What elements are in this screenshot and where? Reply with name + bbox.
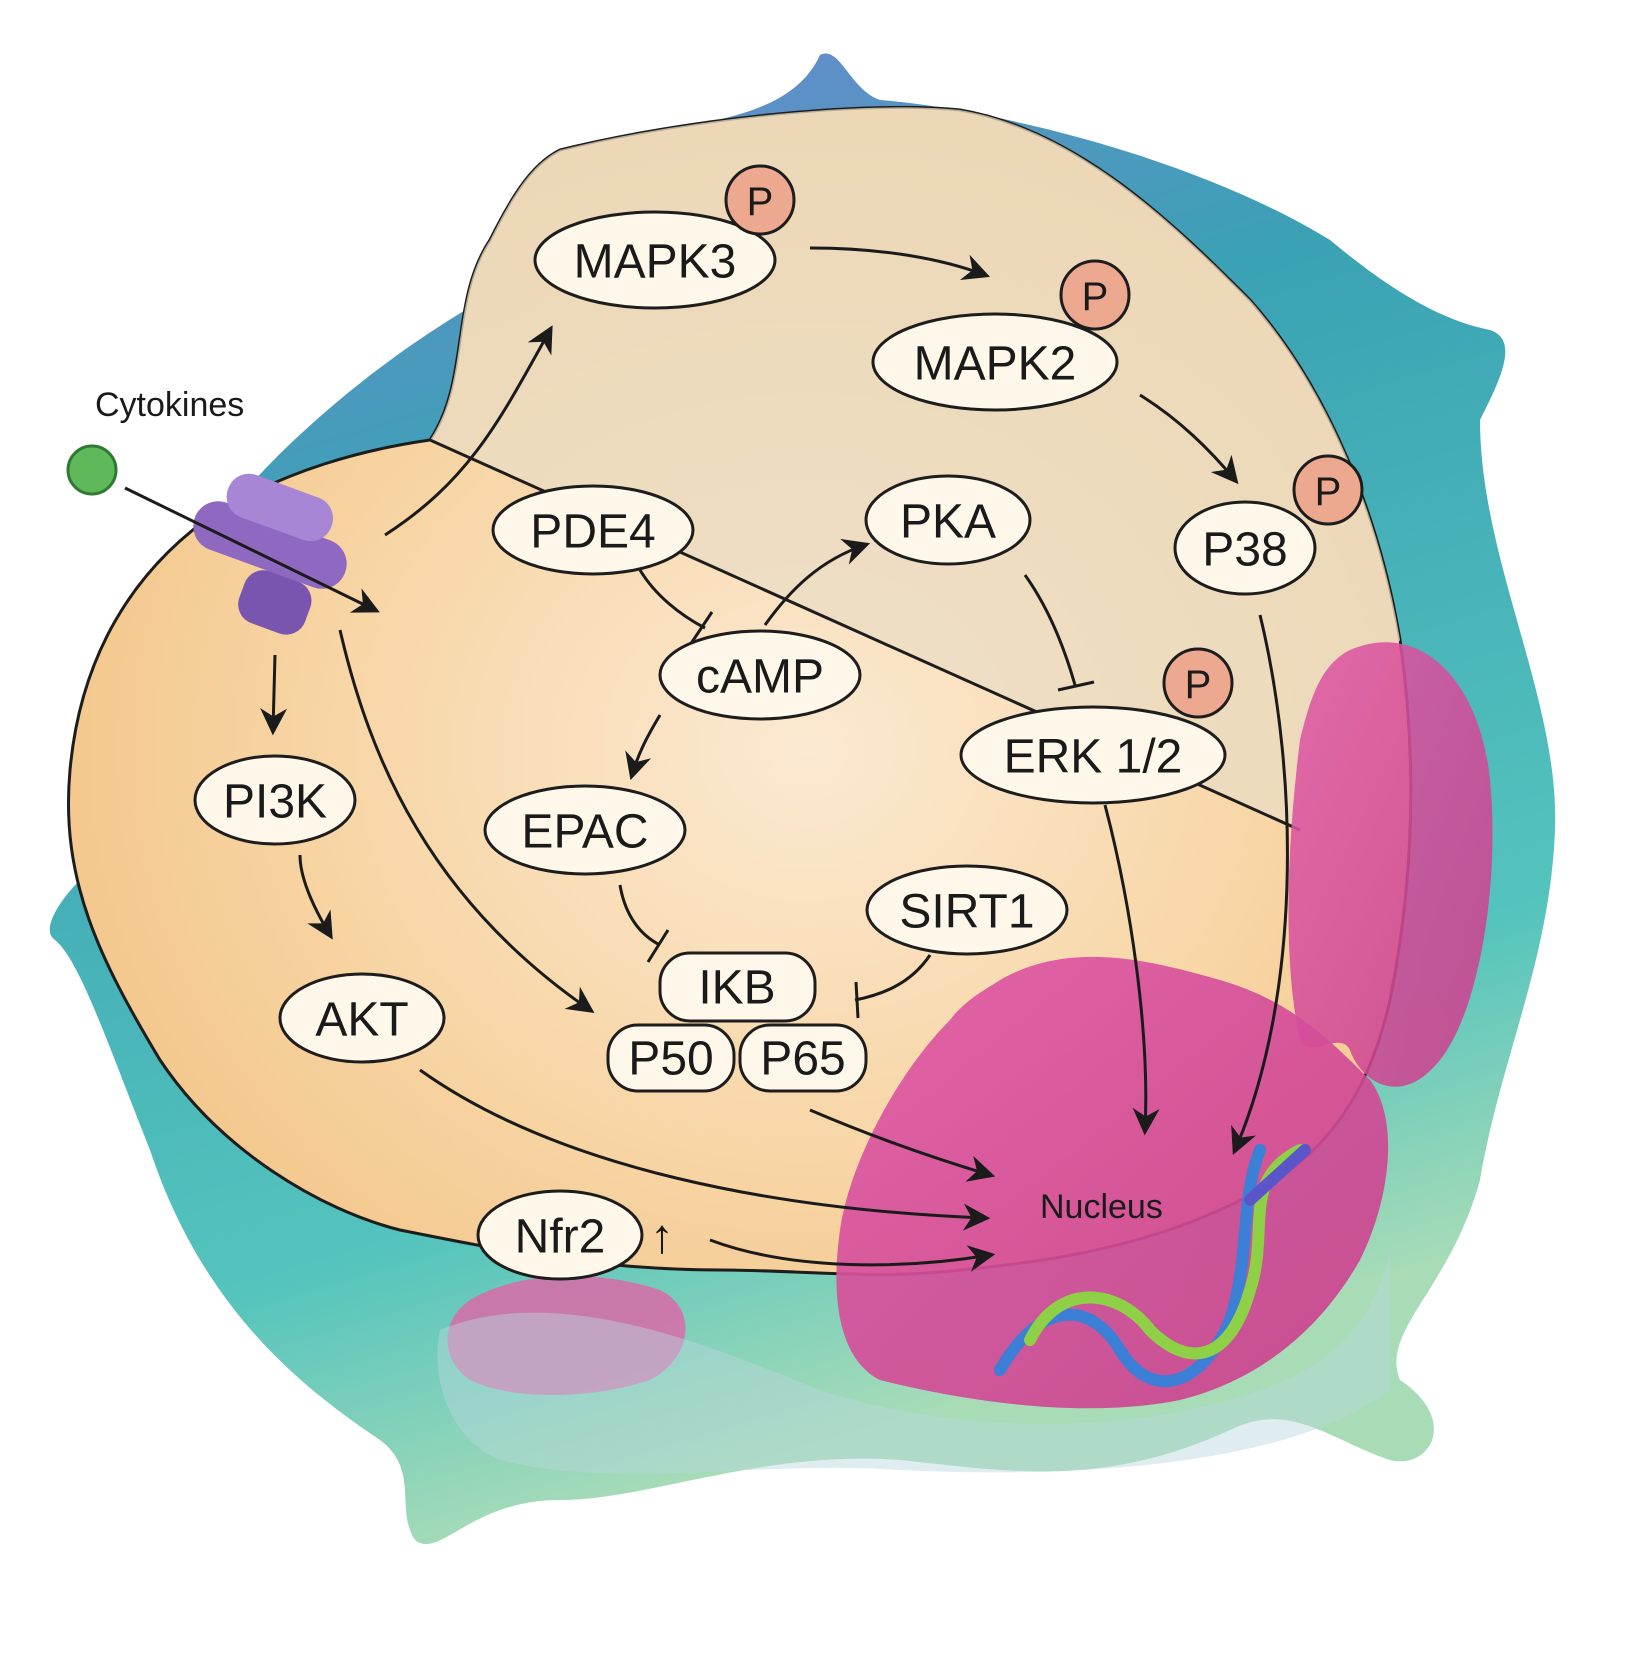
node-p65-label: P65 <box>760 1033 845 1086</box>
node-pi3k-label: PI3K <box>223 776 327 829</box>
node-pi3k: PI3K <box>193 754 357 846</box>
node-ikb-label: IKB <box>698 962 775 1015</box>
edge-receptor-mapk3 <box>384 325 553 537</box>
inhibit-bar-ikb-left <box>646 929 670 963</box>
node-pka-label: PKA <box>900 496 996 549</box>
node-nfr2-label: Nfr2 <box>515 1211 606 1264</box>
edge-erk-nucleus <box>1103 804 1160 1136</box>
edge-nfkb-nucleus <box>809 1108 996 1182</box>
edge-p38-nucleus <box>1231 614 1289 1155</box>
node-sirt1: SIRT1 <box>865 864 1069 956</box>
node-pde4: PDE4 <box>491 484 695 576</box>
nucleus-label: Nucleus <box>1040 1188 1163 1226</box>
edge-sirt1-inhibits-ikb <box>854 954 932 1002</box>
node-p65: P65 <box>738 1023 868 1093</box>
node-ikb: IKB <box>658 951 817 1023</box>
phospho-badge-p38-label: P <box>1315 470 1342 514</box>
node-mapk3: MAPK3 <box>533 210 777 310</box>
edge-epac-inhibits-ikb <box>618 884 661 947</box>
edge-pi3k-akt <box>298 854 333 940</box>
edge-pka-inhibits-erk <box>1023 574 1077 686</box>
phospho-badge-mapk2: P <box>1059 259 1131 331</box>
node-akt: AKT <box>278 972 446 1064</box>
node-erk: ERK 1/2 <box>959 705 1227 805</box>
edge-mapk3-mapk2 <box>809 246 991 281</box>
membrane-overlay <box>437 1250 1390 1474</box>
node-p38: P38 <box>1173 500 1317 596</box>
edge-receptor-ikb <box>338 629 595 1014</box>
upregulation-arrow-icon: ↑ <box>650 1211 674 1264</box>
phospho-badge-mapk3: P <box>724 164 796 236</box>
node-pde4-label: PDE4 <box>530 506 655 559</box>
edge-akt-nucleus <box>419 1068 991 1231</box>
phospho-badge-mapk2-label: P <box>1082 275 1109 319</box>
edge-mapk2-p38 <box>1139 393 1239 485</box>
edge-nfr2-nucleus <box>709 1238 996 1272</box>
receptor-icon <box>193 473 347 635</box>
inhibit-bar-erk <box>1057 680 1095 692</box>
node-mapk2-label: MAPK2 <box>914 338 1077 391</box>
dna-helix-icon <box>994 1144 1311 1388</box>
edge-camp-pka <box>763 539 871 626</box>
node-mapk2: MAPK2 <box>871 312 1119 412</box>
node-erk-label: ERK 1/2 <box>1004 731 1183 784</box>
node-epac: EPAC <box>483 784 687 876</box>
edge-cytokine-receptor <box>124 486 380 613</box>
inhibit-bar-ikb-right <box>854 981 860 1019</box>
phospho-badge-p38: P <box>1292 454 1364 526</box>
node-camp: cAMP <box>658 629 862 721</box>
node-nfr2: Nfr2 <box>476 1189 644 1281</box>
node-epac-label: EPAC <box>521 806 648 859</box>
phospho-badge-erk: P <box>1162 647 1234 719</box>
node-pka: PKA <box>864 474 1032 566</box>
edge-pde4-inhibits-camp <box>638 569 706 630</box>
node-p50: P50 <box>606 1023 736 1093</box>
inhibit-bar-camp <box>688 611 714 646</box>
node-akt-label: AKT <box>315 994 408 1047</box>
node-camp-label: cAMP <box>696 651 824 704</box>
organelle-left <box>447 1276 686 1395</box>
node-mapk3-label: MAPK3 <box>574 236 737 289</box>
phospho-badge-erk-label: P <box>1185 663 1212 707</box>
organelle-right <box>1288 642 1493 1087</box>
edge-receptor-pi3k <box>260 654 288 736</box>
node-p38-label: P38 <box>1202 524 1287 577</box>
cytokines-label: Cytokines <box>95 386 244 424</box>
edge-camp-epac <box>625 714 662 781</box>
phospho-badge-mapk3-label: P <box>747 180 774 224</box>
node-p50-label: P50 <box>628 1033 713 1086</box>
cytokine-ligand-icon <box>66 444 118 496</box>
node-sirt1-label: SIRT1 <box>899 886 1034 939</box>
